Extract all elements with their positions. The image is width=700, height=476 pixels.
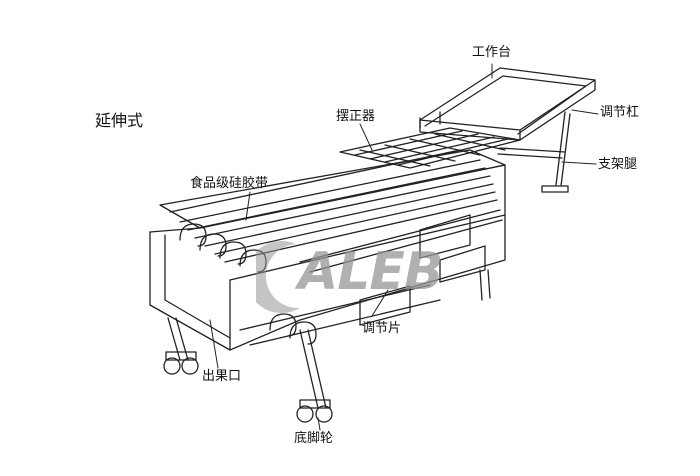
label-adjust-bar: 调节杠 — [600, 105, 640, 120]
label-caster: 底脚轮 — [294, 431, 334, 446]
logo-swoosh-icon — [245, 241, 300, 314]
label-support-leg: 支架腿 — [598, 157, 638, 172]
diagram-title: 延伸式 — [95, 111, 144, 130]
label-adjust-plate: 调节片 — [362, 321, 402, 336]
label-food-belt: 食品级硅胶带 — [190, 176, 269, 191]
aleb-logo: ALEB — [245, 236, 506, 316]
label-aligner: 摆正器 — [336, 109, 376, 124]
casters — [163, 351, 333, 423]
belt-lines — [169, 149, 503, 273]
logo-text: ALEB — [298, 242, 444, 302]
label-workbench: 工作台 — [472, 45, 512, 60]
leader-lines — [209, 63, 599, 431]
legs — [167, 269, 491, 409]
support-leg-frame — [497, 111, 571, 193]
adjust-plates — [359, 214, 486, 326]
label-fruit-outlet: 出果口 — [202, 369, 242, 384]
